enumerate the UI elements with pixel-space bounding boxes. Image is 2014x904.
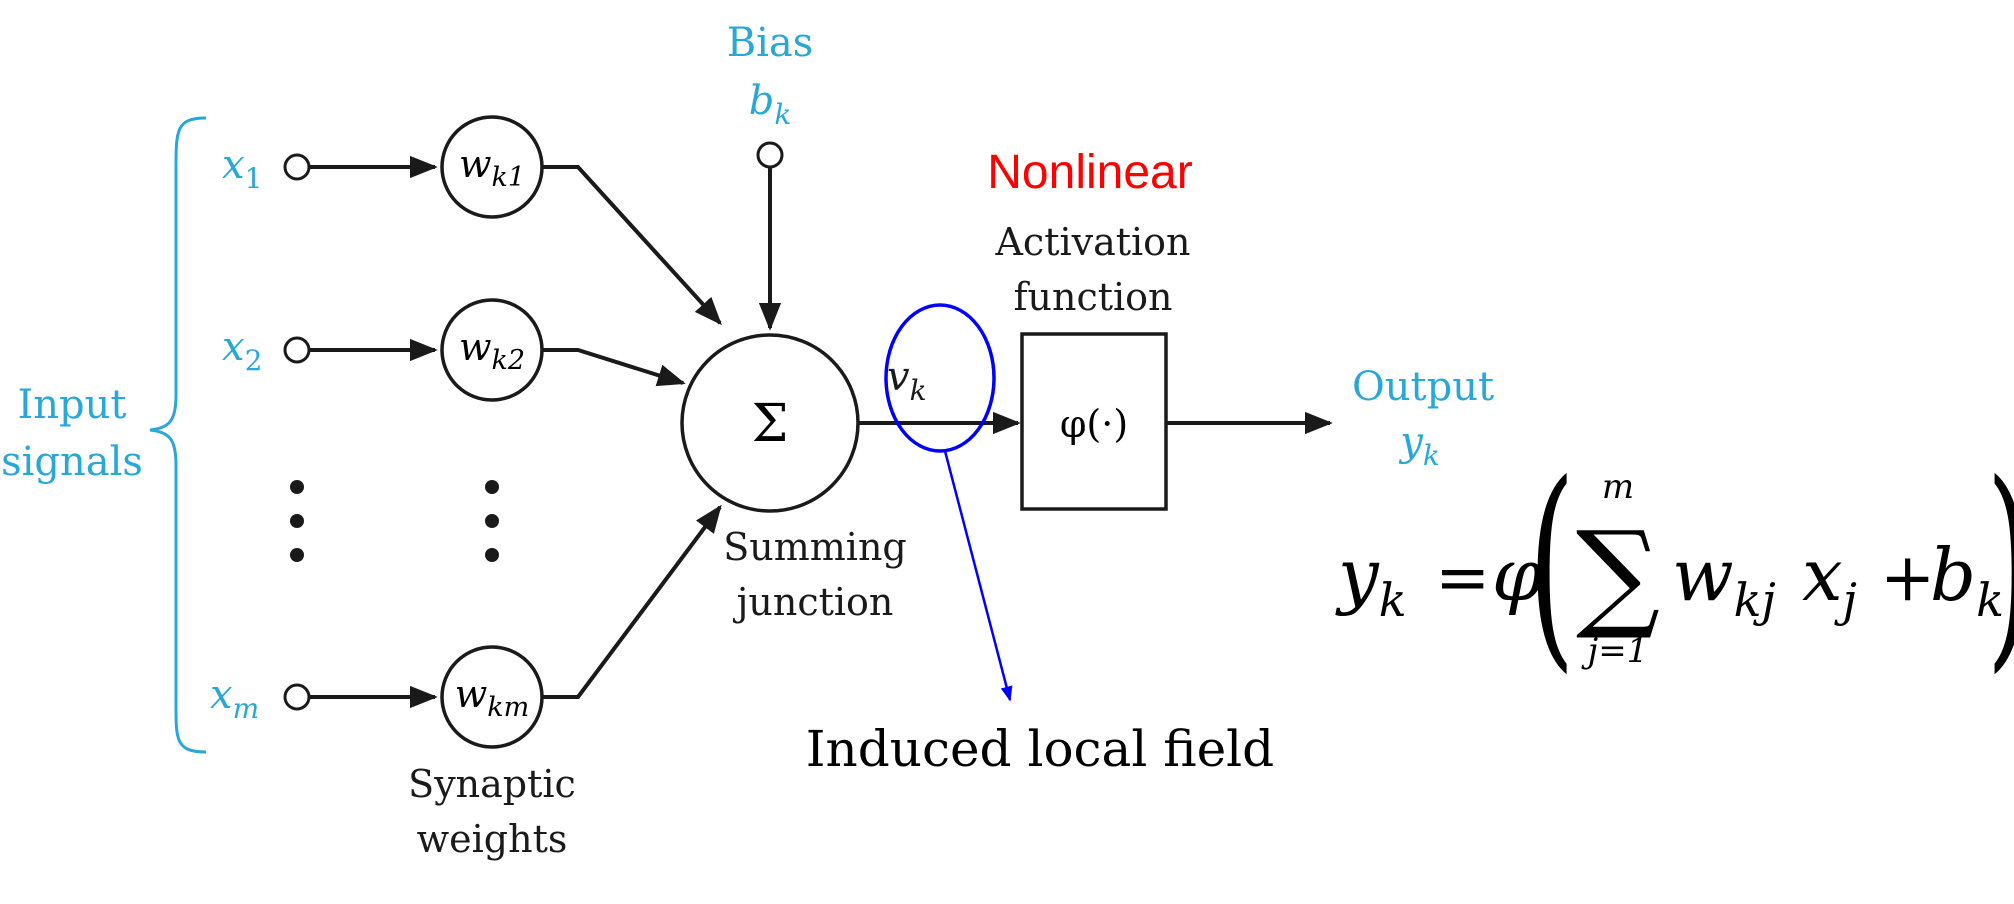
- weight-node-wkm: wkm: [440, 645, 544, 749]
- formula-sum-upper: m: [1602, 467, 1634, 507]
- nonlinear-tag: Nonlinear: [987, 146, 1192, 199]
- activation-caption-line1: Activation: [994, 220, 1190, 264]
- input-signals-group: Input signals: [1, 116, 207, 754]
- ellipsis-dots-weights: [485, 480, 499, 562]
- input-terminal-x1: [283, 153, 311, 181]
- bias-label: Bias: [727, 20, 814, 66]
- svg-text:wk1: wk1: [459, 142, 525, 193]
- formula-bias-term: bk: [1930, 533, 2004, 627]
- input-signals-label-line1: Input: [17, 382, 126, 428]
- formula-input-term: xj: [1802, 533, 1857, 627]
- summing-junction: Σ: [680, 333, 860, 513]
- input-x2-label: x2: [222, 324, 262, 377]
- formula-sigma: ∑: [1576, 505, 1660, 643]
- arrow-wkm-to-sum: [542, 504, 722, 699]
- svg-text:wkm: wkm: [455, 672, 530, 723]
- formula-weight-term: wkj: [1672, 533, 1776, 627]
- svg-text:Σ: Σ: [752, 394, 789, 454]
- induced-field-symbol: vk: [887, 354, 927, 407]
- induced-field-highlight: [884, 303, 996, 453]
- formula-equals: =: [1435, 539, 1490, 616]
- induced-field-caption: Induced local field: [806, 720, 1274, 778]
- formula-sum-lower: j=1: [1581, 631, 1649, 671]
- synaptic-weights-caption-line2: weights: [417, 817, 568, 861]
- input-x1-label: x1: [222, 142, 262, 195]
- input-terminal-x2: [283, 336, 311, 364]
- arrow-wk2-to-sum: [542, 348, 686, 387]
- weight-node-wk1: wk1: [440, 115, 544, 219]
- summing-junction-caption-line2: junction: [733, 580, 894, 624]
- output-symbol: yk: [1398, 419, 1440, 472]
- bias-symbol: bk: [749, 78, 792, 131]
- output-label: Output: [1352, 364, 1494, 410]
- formula-close-paren: ): [1986, 436, 2014, 693]
- summing-junction-caption-line1: Summing: [723, 525, 907, 569]
- input-signals-label-line2: signals: [1, 439, 143, 485]
- arrow-wk1-to-sum: [542, 165, 722, 326]
- weight-node-wk2: wk2: [440, 298, 544, 402]
- svg-text:φ(·): φ(·): [1060, 402, 1128, 446]
- formula-phi: φ: [1492, 533, 1543, 617]
- bias-terminal: [756, 141, 784, 169]
- formula-plus: +: [1880, 539, 1935, 616]
- output-formula: yk = φ ( m ∑ j=1 wkj xj + bk ): [1335, 436, 2014, 693]
- induced-field-pointer-arrow: [943, 450, 1013, 702]
- formula-open-paren: (: [1528, 436, 1575, 693]
- input-terminal-xm: [283, 683, 311, 711]
- svg-text:wk2: wk2: [459, 325, 525, 376]
- synaptic-weights-caption-line1: Synaptic: [408, 762, 576, 806]
- ellipsis-dots-inputs: [290, 480, 304, 562]
- input-brace: [149, 116, 207, 754]
- activation-function-box: φ(·): [1020, 332, 1168, 511]
- formula-lhs: yk: [1335, 533, 1407, 627]
- activation-caption-line2: function: [1013, 275, 1172, 319]
- input-xm-label: xm: [210, 672, 259, 725]
